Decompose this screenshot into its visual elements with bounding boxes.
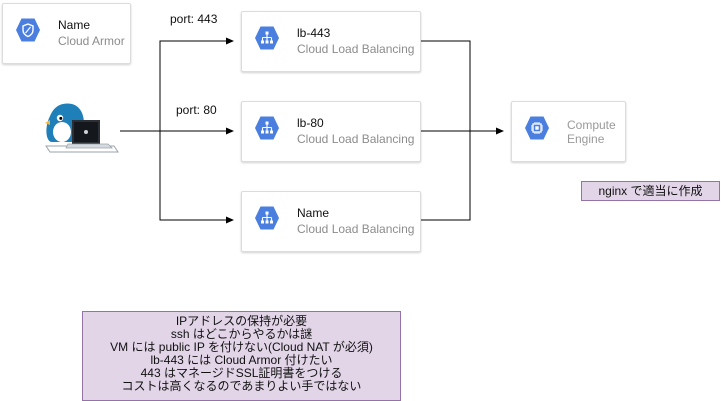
lb-80-title: lb-80 (297, 116, 324, 130)
cloud-armor-subtitle: Cloud Armor (58, 34, 125, 48)
compute-engine-title: Compute (567, 118, 616, 132)
compute-engine-node[interactable]: Compute Engine (511, 101, 626, 162)
lb-443-node[interactable]: lb-443 Cloud Load Balancing (241, 11, 421, 72)
cloud-armor-title: Name (58, 18, 91, 32)
edge-lbname-compute (420, 131, 471, 221)
note-line: コストは高くなるのであまりよい手ではない (121, 379, 362, 393)
note-line: 443 はマネージドSSL証明書をつける (140, 366, 343, 380)
cloud-armor-node[interactable]: Name Cloud Armor (2, 3, 131, 64)
lb-name-subtitle: Cloud Load Balancing (297, 222, 415, 236)
note-line: lb-443 には Cloud Armor 付けたい (150, 353, 333, 367)
compute-chip-icon (525, 116, 549, 140)
note-line: ssh はどこからやるかは謎 (170, 327, 313, 341)
load-balancer-icon (255, 116, 279, 140)
lb-80-node[interactable]: lb-80 Cloud Load Balancing (241, 101, 421, 162)
edge-label-port-80: port: 80 (176, 103, 217, 117)
lb-443-subtitle: Cloud Load Balancing (297, 42, 415, 56)
edge-client-lbname (159, 131, 234, 224)
shield-icon (16, 18, 40, 42)
lb-name-title: Name (297, 206, 330, 220)
user-laptop-icon (45, 103, 119, 153)
lb-name-node[interactable]: Name Cloud Load Balancing (241, 191, 421, 252)
load-balancer-icon (255, 26, 279, 50)
compute-engine-subtitle: Engine (567, 132, 605, 146)
lb-80-subtitle: Cloud Load Balancing (297, 132, 415, 146)
note-line: VM には public IP を付けない(Cloud NAT が必須) (110, 340, 373, 354)
load-balancer-icon (255, 206, 279, 230)
note-line: IPアドレスの保持が必要 (175, 314, 308, 328)
requirements-note: IPアドレスの保持が必要 ssh はどこからやるかは謎 VM には public… (82, 311, 401, 401)
edge-lb443-compute (420, 40, 471, 131)
lb-443-title: lb-443 (297, 26, 331, 40)
edge-client-lb443 (120, 37, 234, 132)
edge-label-port-443: port: 443 (170, 12, 218, 26)
nginx-note: nginx で適当に作成 (581, 181, 720, 201)
